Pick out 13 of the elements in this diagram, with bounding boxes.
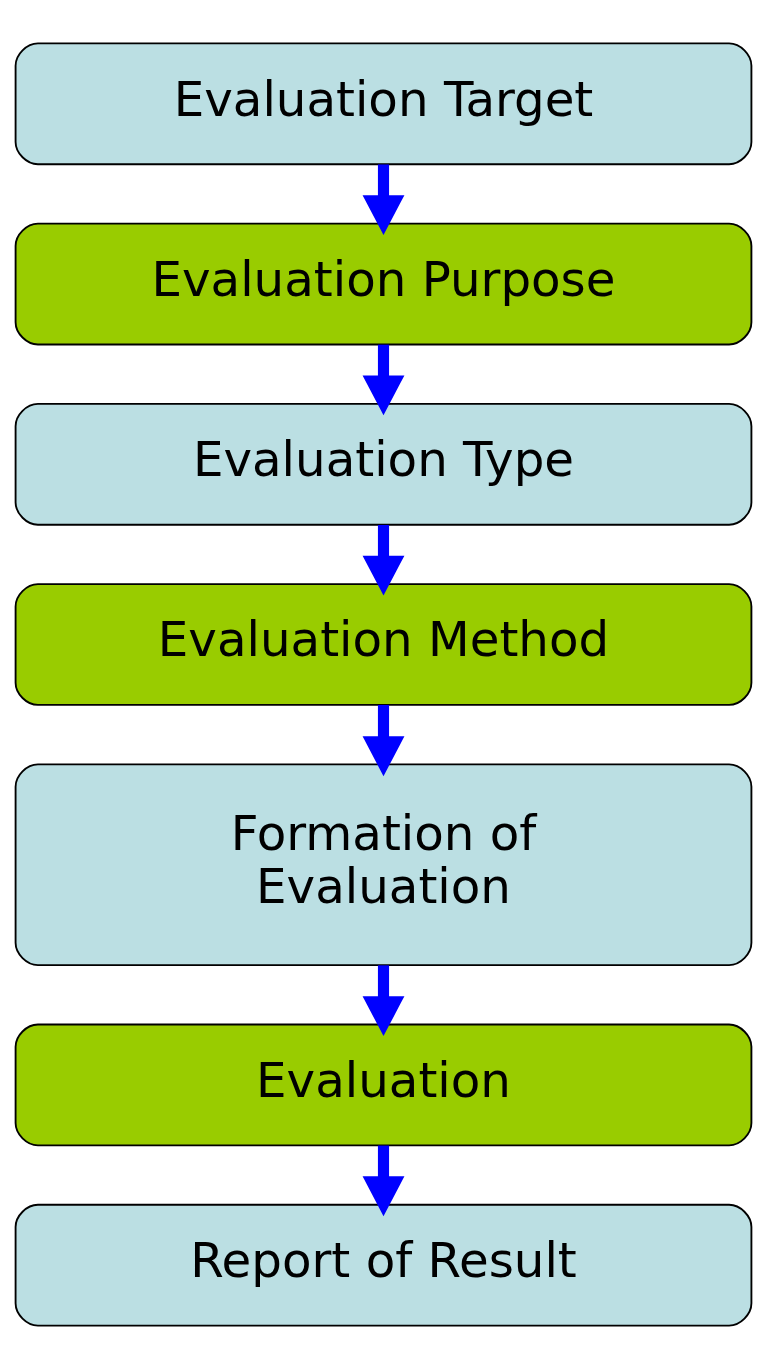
node-box: Report of Result xyxy=(14,1203,753,1326)
node-box: Evaluation Method xyxy=(14,582,753,706)
arrow xyxy=(362,524,405,596)
node-box: Evaluation xyxy=(14,1023,753,1146)
node-box: Evaluation Purpose xyxy=(14,222,753,345)
arrow xyxy=(362,964,405,1036)
arrow xyxy=(362,344,405,415)
node-box: Evaluation Type xyxy=(14,402,753,526)
node-box: Evaluation Target xyxy=(14,42,753,165)
arrow xyxy=(362,704,405,776)
node-box: Formation of Evaluation xyxy=(14,762,753,966)
arrow xyxy=(362,1145,405,1216)
arrow xyxy=(362,163,405,235)
